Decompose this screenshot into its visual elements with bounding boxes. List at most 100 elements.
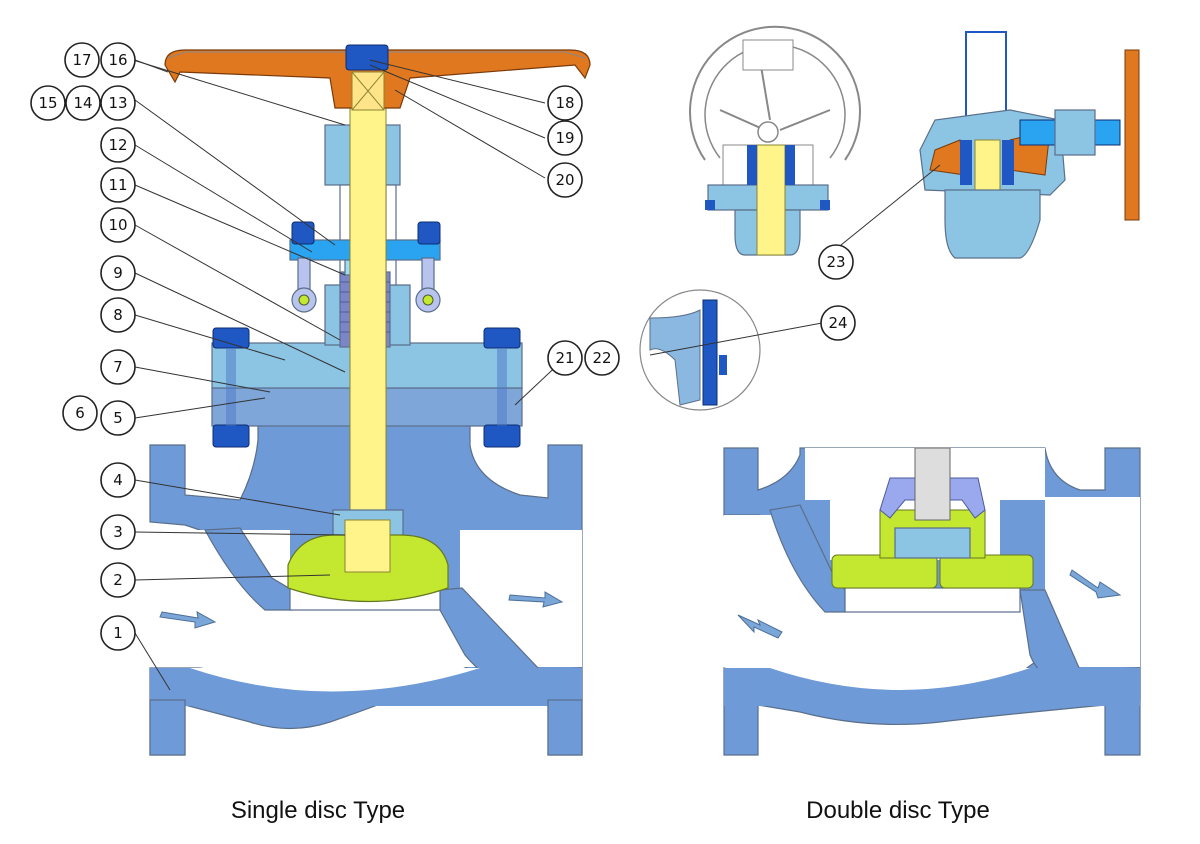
callout-11: 11 <box>100 167 136 203</box>
spoke-a <box>719 109 766 131</box>
gear-stem <box>756 144 786 256</box>
callout-14: 14 <box>65 85 101 121</box>
callout-number: 12 <box>108 136 127 154</box>
stem-end <box>344 519 391 573</box>
callout-18: 18 <box>547 85 583 121</box>
gear-hub <box>757 121 779 143</box>
stud-right <box>497 348 507 426</box>
callout-circle <box>547 340 583 376</box>
callout-circle <box>100 514 136 550</box>
flow-arrow-in <box>159 611 217 629</box>
callout-20: 20 <box>547 162 583 198</box>
callout-24: 24 <box>820 305 856 341</box>
callout-number: 19 <box>555 129 574 147</box>
gear-bolt-l <box>705 200 715 210</box>
caption-single-disc: Single disc Type <box>231 797 405 824</box>
flow-arrow-out <box>508 591 564 608</box>
bonnet-nut-right-bottom <box>483 424 521 448</box>
gear-operator-side <box>919 31 1140 259</box>
callout-21: 21 <box>547 340 583 376</box>
callout-circle <box>547 162 583 198</box>
callout-number: 2 <box>113 571 123 589</box>
callout-circle <box>100 562 136 598</box>
callout-circle <box>547 85 583 121</box>
callout-number: 7 <box>113 358 123 376</box>
callout-number: 24 <box>828 314 847 332</box>
callout-number: 13 <box>108 94 127 112</box>
side-bonnet <box>944 189 1041 259</box>
callout-19: 19 <box>547 120 583 156</box>
leader-lines <box>132 59 941 691</box>
gear-wheel-arc <box>689 25 861 161</box>
detail-nut <box>719 355 727 375</box>
callout-number: 10 <box>108 216 127 234</box>
yoke-arm-right <box>385 184 397 286</box>
callout-circle <box>100 207 136 243</box>
callout-number: 14 <box>73 94 92 112</box>
callout-13: 13 <box>100 85 136 121</box>
callout-circle <box>100 297 136 333</box>
callout-number: 1 <box>113 624 123 642</box>
callout-9: 9 <box>100 255 136 291</box>
gear-bolt-r <box>820 200 830 210</box>
callout-number: 18 <box>555 94 574 112</box>
callout-8: 8 <box>100 297 136 333</box>
bottom-curve <box>190 668 480 692</box>
callout-circle <box>100 127 136 163</box>
callout-6: 6 <box>62 395 98 431</box>
callout-number: 17 <box>72 51 91 69</box>
double-seat <box>844 587 1021 613</box>
callout-circle <box>100 42 136 78</box>
bonnet-nut-left-top <box>212 327 250 349</box>
bonnet-nut-left-bottom <box>212 424 250 448</box>
double-disc-valve <box>723 447 1141 756</box>
callout-2: 2 <box>100 562 136 598</box>
callout-number: 15 <box>38 94 57 112</box>
callout-circle <box>818 244 854 280</box>
gear-box <box>742 39 794 71</box>
side-handwheel <box>1124 49 1140 221</box>
callout-number: 23 <box>826 253 845 271</box>
bonnet-nut-right-top <box>483 327 521 349</box>
callout-10: 10 <box>100 207 136 243</box>
callout-circle <box>100 400 136 436</box>
stem <box>349 69 387 576</box>
callout-circle <box>100 85 136 121</box>
callout-number: 3 <box>113 523 123 541</box>
callout-circle <box>30 85 66 121</box>
detail-bolt <box>702 299 718 406</box>
callout-number: 16 <box>108 51 127 69</box>
callout-circle <box>100 255 136 291</box>
double-flow-arrow-right <box>1069 569 1122 599</box>
callout-number: 8 <box>113 306 123 324</box>
stud-left <box>226 348 236 426</box>
detail-circle <box>639 289 761 411</box>
callout-17: 17 <box>64 42 100 78</box>
gear-operator-front <box>689 25 861 256</box>
eye-bolt-right <box>415 257 441 313</box>
callout-circle <box>584 340 620 376</box>
gear-bushing-r <box>785 145 795 185</box>
callout-circle <box>65 85 101 121</box>
bottom-left-flange <box>149 699 186 756</box>
stem-nut-cross-b <box>351 71 385 111</box>
callout-circle <box>820 305 856 341</box>
double-stem <box>914 447 951 521</box>
gland-nut-right <box>417 221 441 245</box>
callout-15: 15 <box>30 85 66 121</box>
callout-5: 5 <box>100 400 136 436</box>
callout-4: 4 <box>100 462 136 498</box>
bottom-right-flange <box>547 699 583 756</box>
gland-nut-left <box>291 221 315 245</box>
gear-bushing-l <box>747 145 757 185</box>
double-bottom-curve <box>770 668 1030 690</box>
double-flow-arrow-left <box>737 614 783 639</box>
single-disc-valve <box>149 44 591 756</box>
callout-23: 23 <box>818 244 854 280</box>
callout-number: 21 <box>555 349 574 367</box>
double-disc-right <box>939 554 1034 589</box>
callout-circle <box>100 615 136 651</box>
callout-7: 7 <box>100 349 136 385</box>
